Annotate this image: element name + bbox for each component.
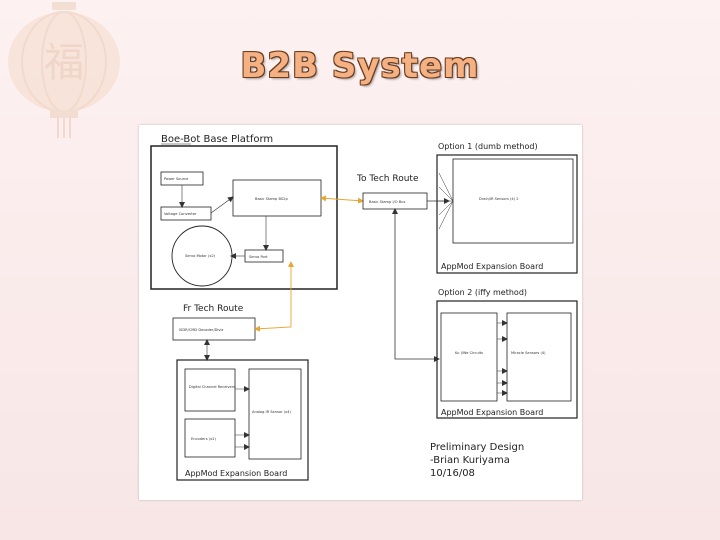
encoders-box [184,418,236,458]
base-platform-title: Boe-Bot Base Platform [161,134,273,145]
servo-port-label: Servo Port [249,255,268,259]
system-diagram: Boe-Bot Base Platform Power Source Volta… [139,125,582,500]
option1-title: Option 1 (dumb method) [438,142,538,151]
credits-line2: -Brian Kuriyama [430,455,510,466]
option1-sensor-box [452,158,574,244]
bottom-left-board-frame [176,359,309,481]
lantern-watermark-icon: 福 [8,2,120,138]
servo-motor-label: Servo Motor (x2) [185,254,216,258]
power-source-label: Power Source [164,177,189,181]
bottom-left-board-label: AppMod Expansion Board [185,469,287,478]
option1-board-frame [436,154,578,274]
servo-motor-circle [171,225,233,287]
slide-title: B2B System [240,46,480,86]
option1-sensors-label: Drain/IR Sensors (4) 2 [479,197,519,201]
from-tech-route-label: Fr Tech Route [183,304,244,314]
credits-line1: Preliminary Design [430,442,524,453]
to-tech-route-label: To Tech Route [356,174,419,184]
digital-channel-box [184,368,236,412]
option1-board-label: AppMod Expansion Board [441,262,543,271]
option2-left-label: Ku I/We Circuits [455,351,483,355]
option2-left-block [440,312,498,402]
credits-line3: 10/16/08 [430,468,475,479]
analog-ir-box [248,368,302,460]
digital-channel-label: Digital Channel Receivers [189,385,235,389]
option2-title: Option 2 (iffy method) [438,288,527,297]
option2-right-block [506,312,572,402]
base-platform-frame [150,145,338,290]
encoders-label: Encoders (x2) [191,437,217,441]
option2-board-label: AppMod Expansion Board [441,408,543,417]
analog-ir-label: Analog IR Sensor (x4) [252,410,292,414]
io-bus-label: Basic Stamp I/O Bus [369,200,405,204]
decoder-label: ISDR/CMD Decoder/Diviz [179,328,224,332]
basic-stamp-label: Basic Stamp BS2p [255,197,288,201]
voltage-converter-box [160,206,212,221]
option2-right-label: Miracle Sensors (4) [511,351,546,355]
voltage-converter-label: Voltage Converter [164,212,197,216]
lantern-glyph: 福 [44,40,84,86]
